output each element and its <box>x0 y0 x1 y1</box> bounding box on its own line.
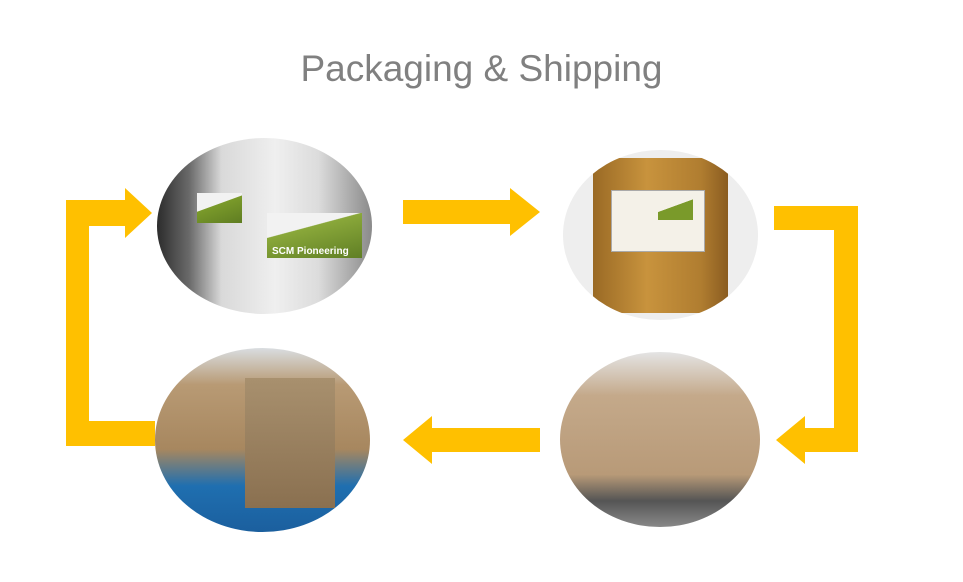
photo-warehouse-pallets <box>155 348 370 532</box>
brand-label: SCM Pioneering <box>272 246 349 257</box>
page-title: Packaging & Shipping <box>300 48 663 89</box>
arrow-left-icon <box>403 416 540 464</box>
loop-arrow-left-icon <box>66 188 155 446</box>
arrow-right-icon <box>403 188 540 236</box>
photo-wrapped-pallet <box>560 352 760 527</box>
photo-foil-bags: SCM Pioneering <box>157 138 372 314</box>
loop-arrow-right-icon <box>774 206 858 464</box>
photo-fiber-drum <box>563 150 758 320</box>
